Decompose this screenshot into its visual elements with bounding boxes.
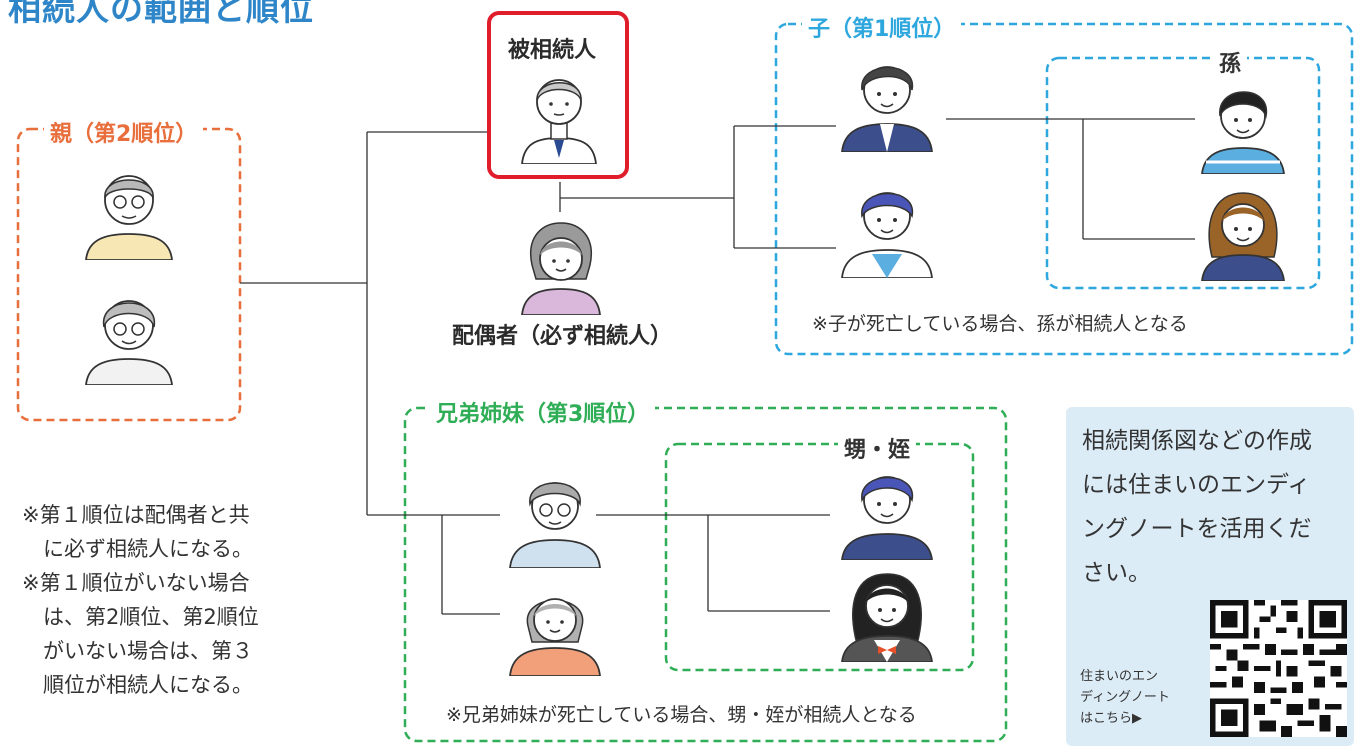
side-note-line: がいない場合は、第３: [22, 639, 253, 663]
info-line: さい。: [1082, 560, 1151, 586]
grandchildren-group-label: 孫: [1213, 46, 1248, 78]
nephew-person-icon: [841, 476, 933, 560]
father-person-icon: [85, 175, 173, 260]
sibling-1-person-icon: [509, 482, 601, 568]
siblings-note: ※兄弟姉妹が死亡している場合、甥・姪が相続人となる: [446, 704, 917, 726]
info-box: 相続関係図などの作成 には住まいのエンディ ングノートを活用くだ さい。 住まい…: [1066, 407, 1354, 746]
child-1-person-icon: [841, 66, 933, 152]
parents-group-label: 親（第2順位）: [44, 116, 204, 148]
children-note: ※子が死亡している場合、孫が相続人となる: [812, 313, 1188, 335]
qr-label-line: ディングノート: [1080, 690, 1170, 705]
qr-code-icon: [1210, 600, 1347, 737]
mother-person-icon: [85, 300, 173, 385]
side-notes: ※第１順位は配偶者と共 に必ず相続人になる。 ※第１順位がいない場合 は、第2順…: [22, 498, 259, 702]
grandchild-2-person-icon: [1201, 192, 1285, 281]
spouse-label: 配偶者（必ず相続人）: [452, 324, 673, 349]
deceased-person-icon: [521, 79, 597, 164]
info-line: ングノートを活用くだ: [1082, 516, 1312, 542]
page-title: 相続人の範囲と順位: [8, 0, 314, 28]
grandchildren-group-border: [1045, 56, 1321, 290]
nephews-group-border: [664, 442, 975, 672]
qr-label-line: はこちら▶: [1080, 711, 1142, 726]
grandchild-1-person-icon: [1201, 91, 1285, 174]
info-text: 相続関係図などの作成 には住まいのエンディ ングノートを活用くだ さい。: [1082, 419, 1312, 595]
info-line: には住まいのエンディ: [1082, 472, 1311, 498]
deceased-label: 被相続人: [508, 38, 597, 63]
siblings-group-border: [403, 406, 1008, 743]
siblings-group-label: 兄弟姉妹（第3順位）: [430, 396, 656, 428]
qr-label: 住まいのエン ディングノート はこちら▶: [1080, 666, 1170, 729]
child-2-person-icon: [841, 192, 933, 278]
nephews-group-label: 甥・姪: [838, 432, 917, 464]
side-note-line: に必ず相続人になる。: [22, 537, 253, 561]
children-group-label: 子（第1順位）: [802, 11, 962, 43]
side-note-line: 順位が相続人になる。: [22, 673, 253, 697]
side-note-line: ※第１順位は配偶者と共: [22, 503, 250, 527]
side-note-line: は、第2順位、第2順位: [22, 605, 259, 629]
spouse-person-icon: [521, 222, 601, 315]
qr-label-line: 住まいのエン: [1080, 669, 1159, 684]
side-note-line: ※第１順位がいない場合: [22, 571, 250, 595]
qr-code[interactable]: [1210, 600, 1347, 737]
children-group-border: [774, 22, 1354, 356]
niece-person-icon: [841, 573, 933, 662]
info-line: 相続関係図などの作成: [1082, 428, 1312, 454]
sibling-2-person-icon: [509, 598, 601, 676]
